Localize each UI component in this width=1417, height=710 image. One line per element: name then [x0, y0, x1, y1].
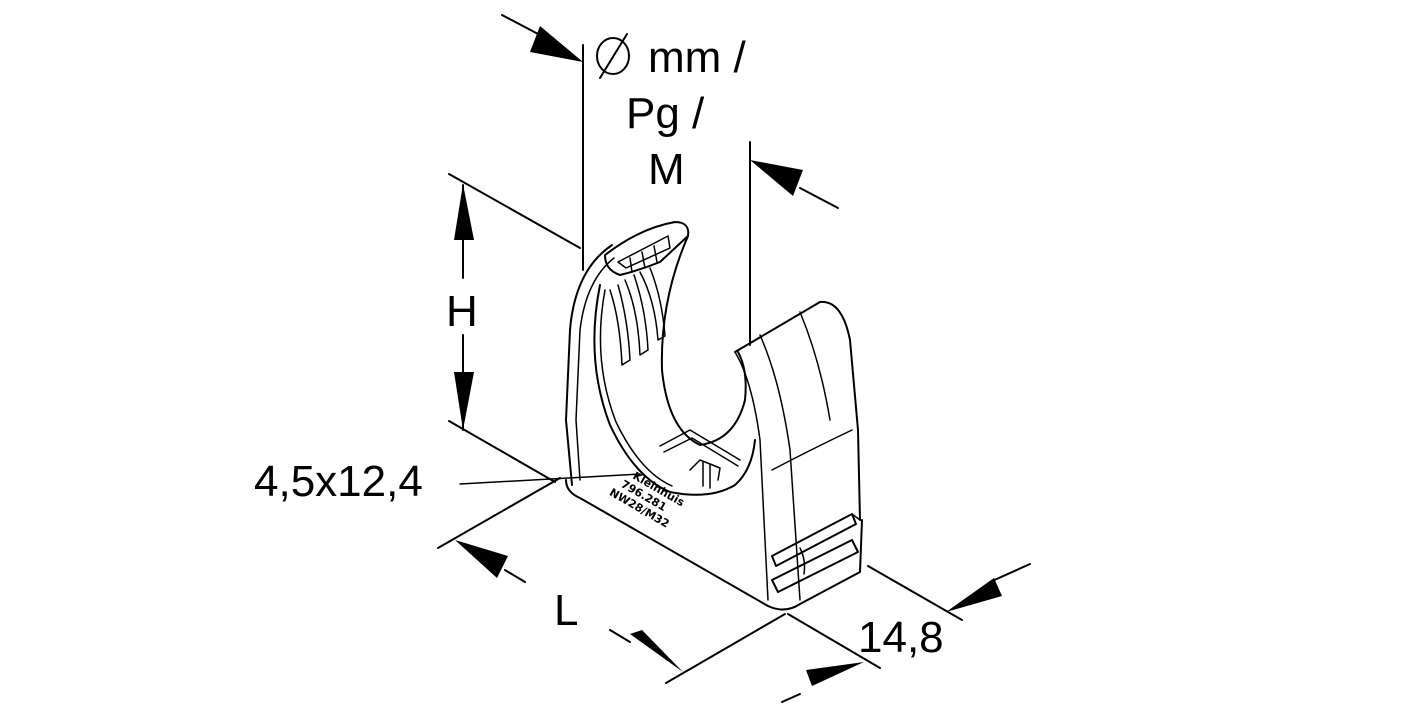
arrow-top-icon: [946, 578, 1002, 612]
arrow-right-icon: [750, 160, 803, 196]
cradle-outer: [593, 284, 756, 496]
length-dimension: L: [437, 477, 786, 684]
extension-line-top: [448, 173, 581, 249]
arrow-left-icon: [530, 26, 583, 62]
depth-label: 14,8: [858, 613, 944, 662]
arrow-down-icon: [454, 372, 474, 430]
extension-line-bottom: [448, 420, 556, 483]
height-dimension: H: [446, 173, 581, 483]
latch-top: [771, 513, 857, 567]
cradle-inner: [660, 235, 747, 446]
extension-line-top: [867, 565, 963, 621]
extension-line-bottom: [787, 613, 881, 669]
leader-line-left: [501, 14, 541, 36]
leader-line-right: [799, 187, 839, 209]
body-left-edge: [565, 244, 613, 486]
dimension-line-top: [989, 563, 1031, 583]
arrow-left-icon: [455, 540, 508, 578]
arrow-bottom-icon: [806, 662, 864, 686]
height-label: H: [446, 287, 478, 336]
part-marking: Kleinhuis 796.281 NW28/M32: [607, 469, 687, 530]
extension-line-right: [665, 613, 786, 684]
diameter-label-line2: Pg /: [626, 89, 705, 138]
dimension-line-bottom: [781, 693, 801, 703]
cable-clip: Kleinhuis 796.281 NW28/M32: [565, 221, 863, 611]
base-front: [565, 479, 863, 611]
arrow-up-icon: [454, 184, 474, 240]
extension-line-left: [437, 477, 561, 549]
right-arm: [734, 300, 861, 521]
slot-leader-line: [459, 473, 641, 485]
diameter-dimension: mm / Pg / M: [501, 14, 839, 346]
diameter-label-line1: mm /: [648, 33, 747, 82]
slot-label: 4,5x12,4: [254, 457, 423, 506]
diameter-symbol-icon: [596, 33, 630, 79]
depth-dimension: 14,8: [781, 563, 1031, 703]
diameter-label-line3: M: [648, 145, 685, 194]
latch-bottom: [771, 539, 859, 593]
arrow-right-icon: [630, 630, 683, 672]
dimension-line-left: [504, 569, 526, 583]
dimension-line-right: [609, 629, 631, 643]
slot-dimension: 4,5x12,4: [254, 457, 641, 506]
length-label: L: [554, 586, 578, 635]
